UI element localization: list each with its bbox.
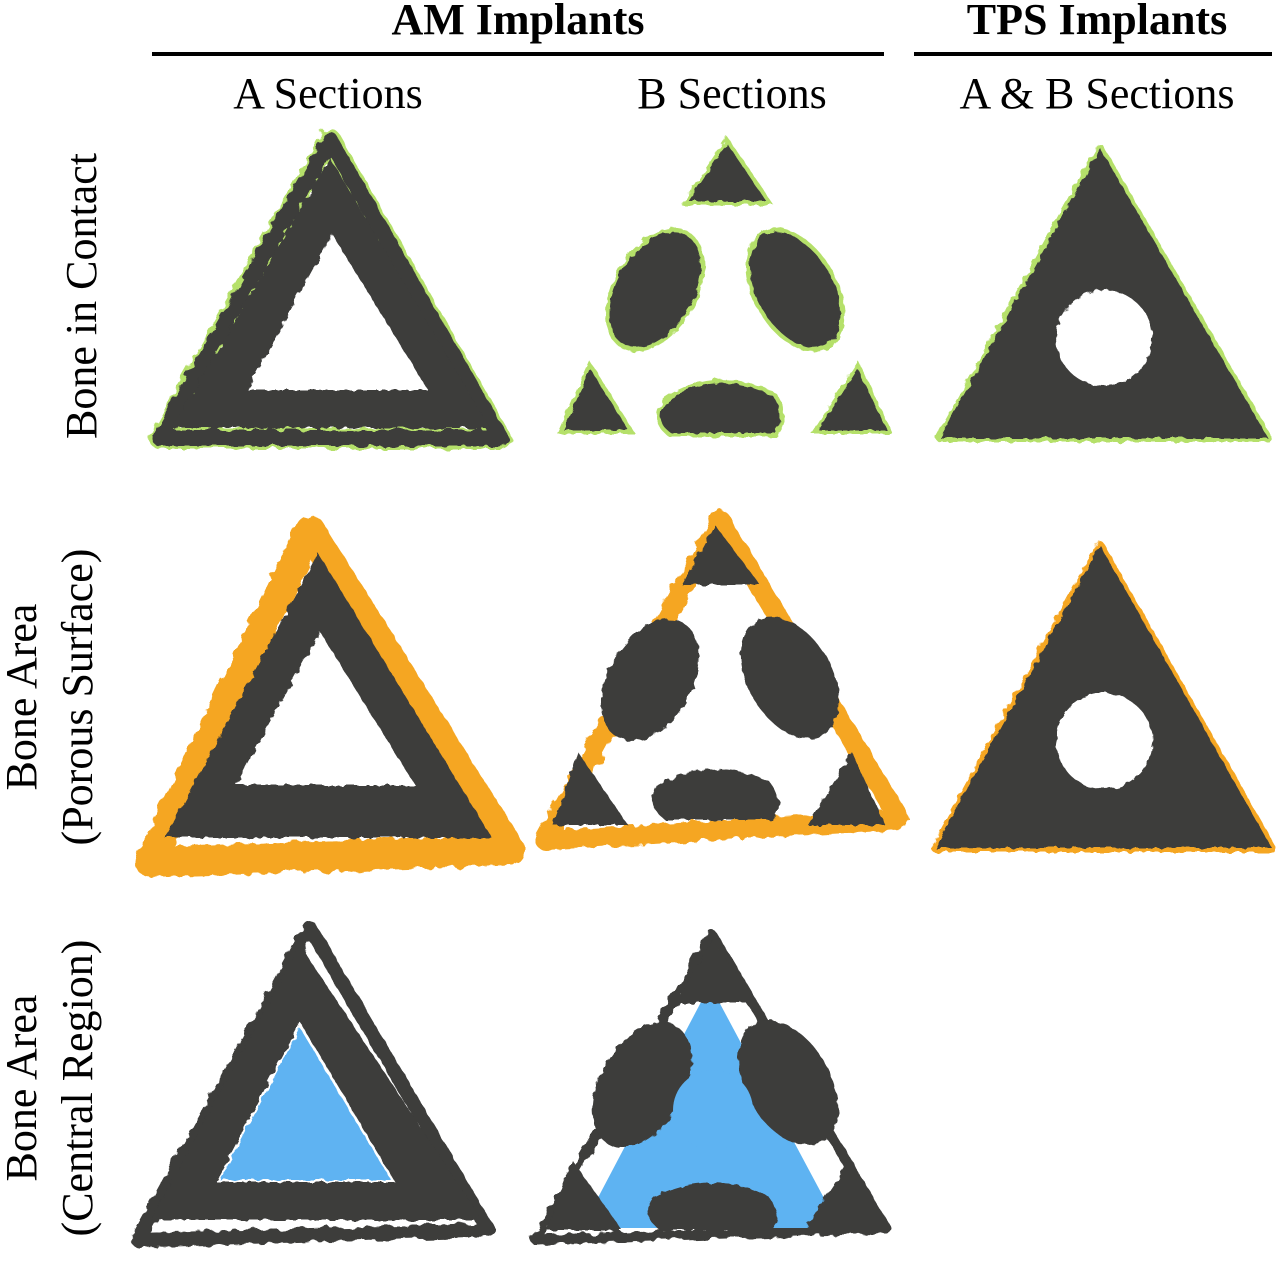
porous-b-left-tri [553, 752, 628, 825]
porous-b-top-tri [682, 525, 760, 585]
porous-a-area [135, 515, 525, 877]
contact-b-section [556, 136, 894, 437]
porous-a-section [135, 515, 525, 877]
porous-b-left-lobe [600, 619, 700, 741]
central-b-center [673, 1070, 753, 1150]
contact-tps-implant [940, 148, 1268, 438]
ab-sections-label: A & B Sections [959, 69, 1234, 118]
a-sections-label: A Sections [233, 69, 422, 118]
central-b-right-lobe [738, 1020, 838, 1146]
central-a-region [220, 1028, 391, 1180]
central-b-left-tri [546, 1160, 622, 1230]
porous-tps-section [931, 541, 1276, 852]
row-label-bone-in-contact: Bone in Contact [57, 153, 106, 439]
central-b-section [531, 930, 891, 1245]
contact-a-section [149, 129, 511, 449]
contact-a-bone [152, 132, 508, 446]
row-label-porous-line2: (Porous Surface) [53, 549, 102, 846]
central-b-left-lobe [592, 1022, 692, 1148]
row-label-central-line1: Bone Area [0, 995, 46, 1182]
contact-b-bottom-lobe [656, 379, 785, 437]
am-implants-header: AM Implants [391, 0, 644, 44]
row-label-central-line2: (Central Region) [53, 940, 102, 1237]
central-a-implant [150, 945, 482, 1220]
contact-b-left-tri [556, 360, 636, 434]
central-a-section [131, 921, 495, 1247]
contact-tps-section [936, 144, 1272, 442]
contact-b-left-lobe [605, 228, 705, 352]
porous-b-section [535, 510, 910, 850]
porous-b-right-tri [808, 752, 885, 825]
b-sections-label: B Sections [637, 69, 826, 118]
central-b-top-tri [675, 940, 757, 1003]
row-label-porous-line1: Bone Area [0, 604, 46, 791]
contact-b-top-tri [681, 136, 774, 205]
porous-a-implant [165, 553, 492, 838]
contact-b-right-tri [811, 360, 894, 434]
contact-a-implant [172, 158, 490, 428]
central-b-right-tri [804, 1160, 885, 1230]
tps-implants-header: TPS Implants [967, 0, 1227, 44]
porous-b-right-lobe [740, 617, 840, 739]
central-a-bone [131, 921, 495, 1247]
contact-b-right-lobe [745, 228, 845, 352]
central-b-bottom-lobe [647, 1182, 778, 1230]
porous-tps-implant [935, 545, 1272, 848]
porous-b-bottom-lobe [652, 769, 779, 820]
